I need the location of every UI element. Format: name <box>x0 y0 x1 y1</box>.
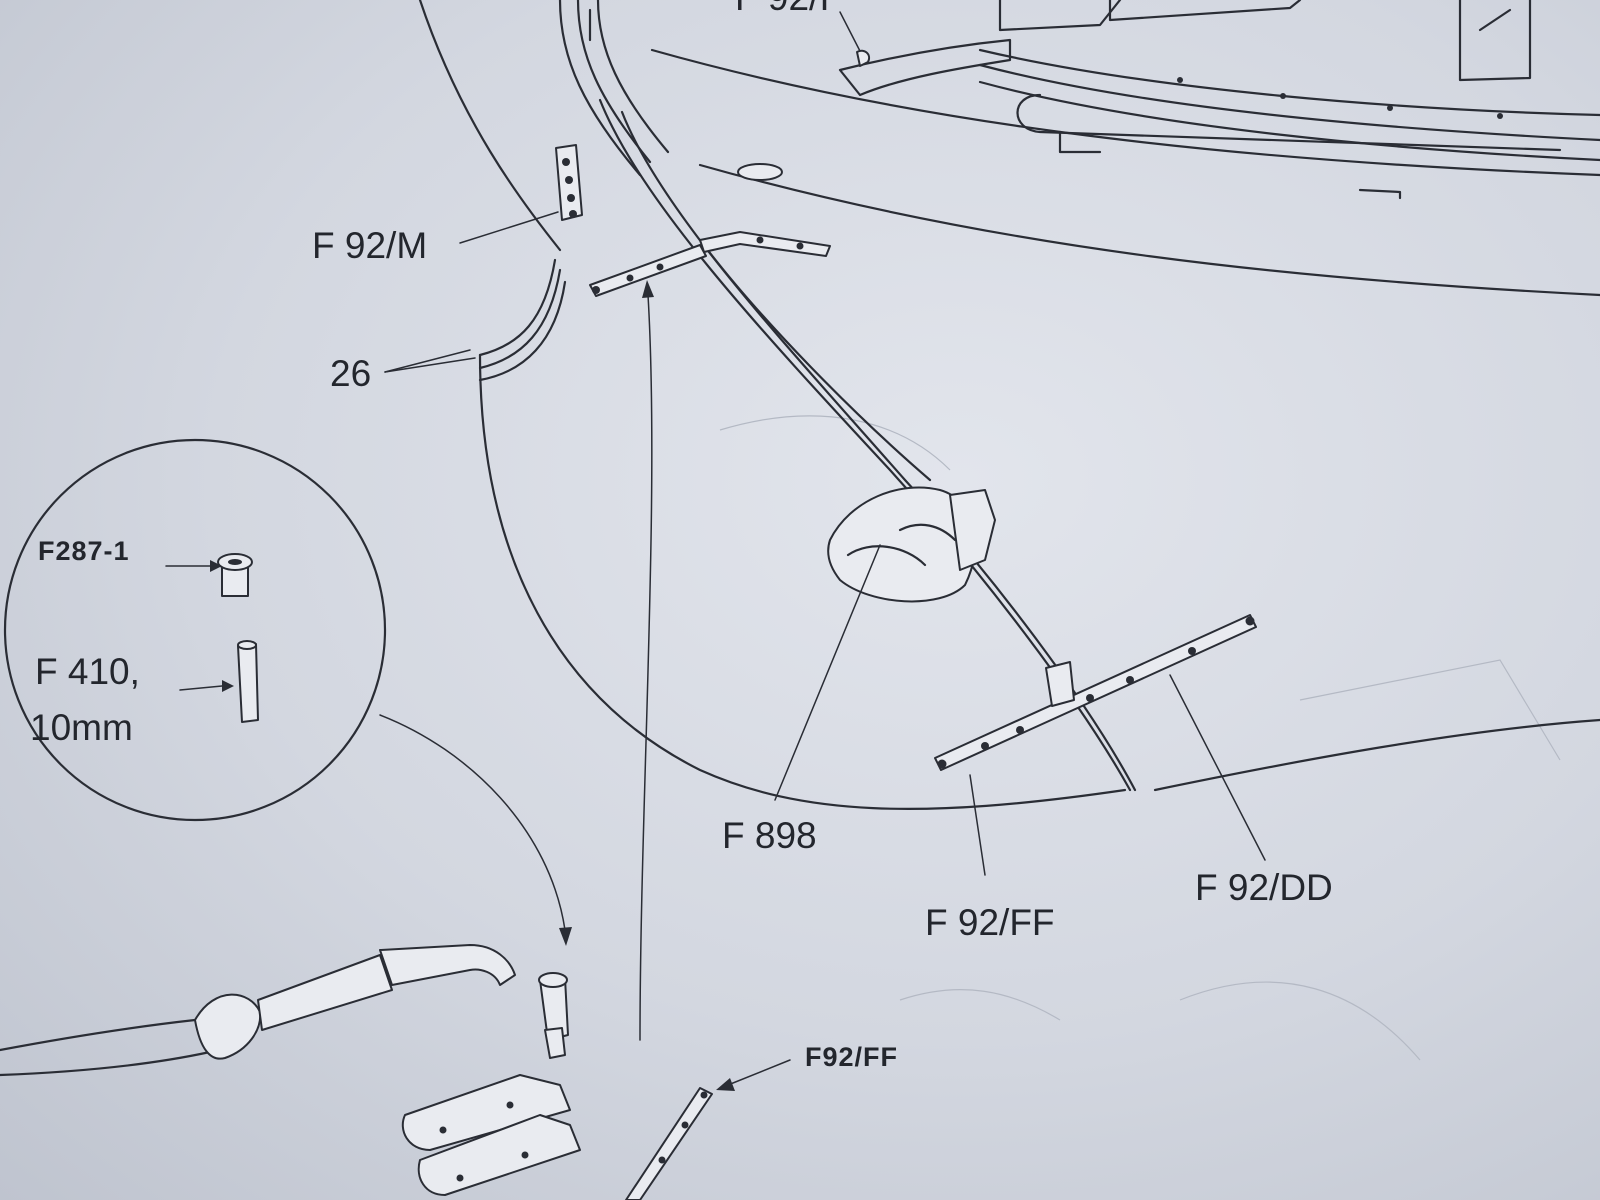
part-labels: F 92/I F 92/M 26 F287-1 F 410, 10mm F 89… <box>30 0 1333 1072</box>
label-top-clip: F 92/I <box>735 0 830 18</box>
label-hinge-898: F 898 <box>722 815 817 856</box>
bracket-f92m <box>555 144 583 221</box>
label-bracket-m: F 92/M <box>312 225 427 266</box>
label-pin-line1: F 410, <box>35 651 140 692</box>
paper-ghost-marks <box>719 415 1561 1061</box>
detail-circle <box>3 438 387 822</box>
cross-strap <box>934 614 1257 771</box>
lower-left-parts <box>0 944 713 1200</box>
label-panel-26: 26 <box>330 353 371 394</box>
label-strap-dd: F 92/DD <box>1195 867 1333 908</box>
label-bush: F287-1 <box>38 536 130 566</box>
label-strap-ff-small: F92/FF <box>805 1042 898 1072</box>
label-strap-ff: F 92/FF <box>925 902 1055 943</box>
hinge-f898 <box>827 486 996 603</box>
hull-deck-outline <box>558 0 1600 297</box>
leader-lines <box>165 11 1266 1091</box>
upper-strap <box>589 231 831 297</box>
label-pin-line2: 10mm <box>30 707 133 748</box>
fin-panel-26 <box>418 0 1600 810</box>
